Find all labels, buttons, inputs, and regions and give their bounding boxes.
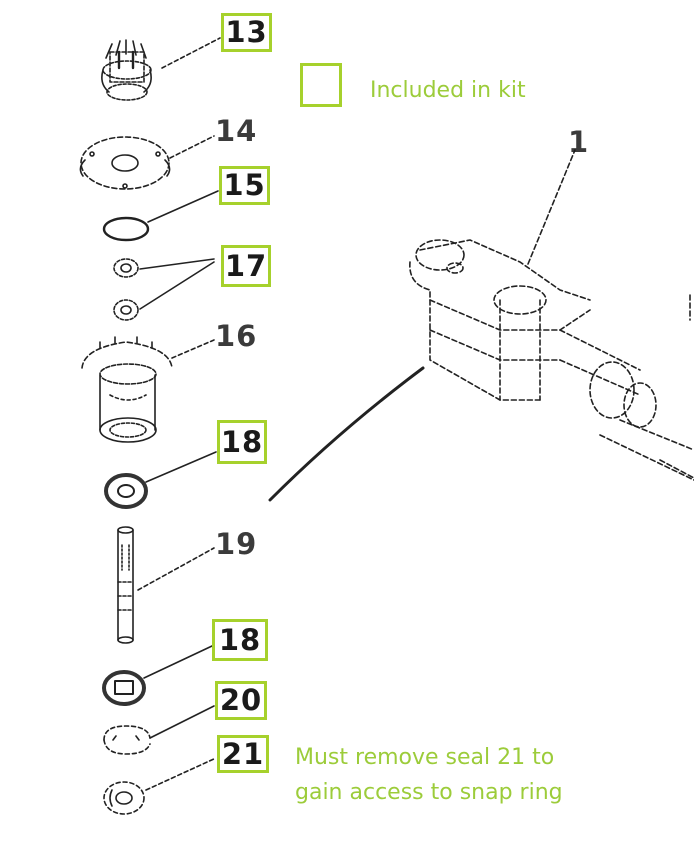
leader-13 <box>161 37 221 69</box>
nuts-drawing <box>113 258 139 321</box>
part-18-upper-label: 18 <box>217 420 267 464</box>
shaft-line <box>268 366 425 502</box>
lower-unit-drawing <box>409 239 694 481</box>
leader-18a <box>145 451 217 483</box>
note-line-1: Must remove seal 21 to <box>295 745 555 770</box>
leader-15 <box>147 190 219 223</box>
leader-16 <box>171 339 215 359</box>
o-ring-drawing <box>102 216 150 242</box>
snap-ring-drawing <box>103 725 151 755</box>
note-line-2: gain access to snap ring <box>295 780 563 805</box>
part-13-label: 13 <box>221 13 272 52</box>
housing-drawing <box>81 336 173 443</box>
leader-19 <box>137 547 215 591</box>
impeller-drawing <box>101 39 152 101</box>
plate-drawing <box>79 136 171 190</box>
part-16-label: 16 <box>215 319 258 353</box>
leader-21 <box>145 757 217 791</box>
part-21-label: 21 <box>217 735 269 773</box>
part-1-label: 1 <box>568 125 590 159</box>
legend-text: Included in kit <box>370 78 526 103</box>
part-20-label: 20 <box>215 681 267 720</box>
leader-18b <box>143 645 213 679</box>
part-15-label: 15 <box>219 166 270 205</box>
part-19-label: 19 <box>215 527 258 561</box>
part-14-label: 14 <box>215 114 258 148</box>
leader-17 <box>139 258 215 310</box>
seal-upper-drawing <box>104 473 148 509</box>
part-18-lower-label: 18 <box>212 619 268 661</box>
seal-lower-drawing <box>102 670 146 706</box>
part-17-label: 17 <box>221 245 271 287</box>
legend-swatch <box>300 63 342 107</box>
seal-21-drawing <box>103 781 145 815</box>
leader-14 <box>169 135 215 159</box>
shaft-drawing <box>117 526 134 644</box>
leader-1 <box>527 149 576 265</box>
leader-20 <box>149 705 215 739</box>
